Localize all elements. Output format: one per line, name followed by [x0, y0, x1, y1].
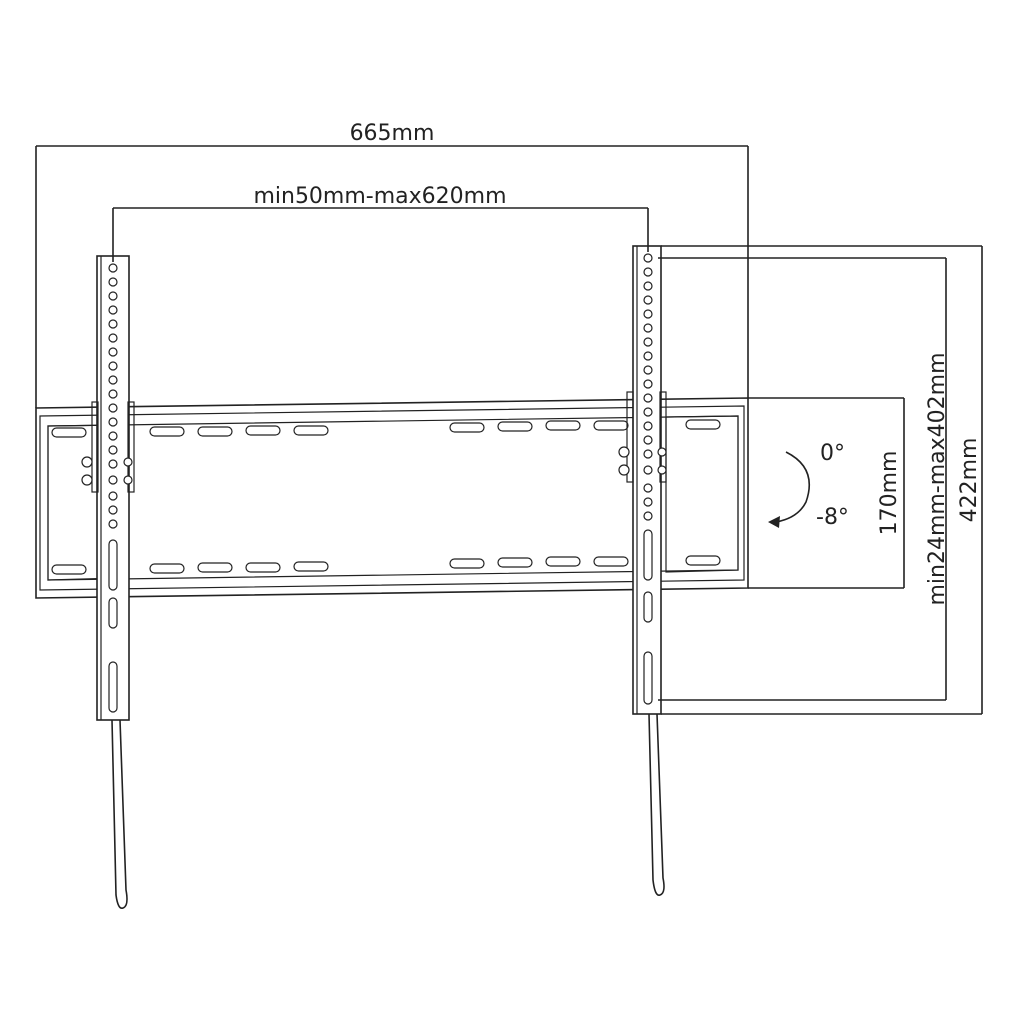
left-vertical-bracket: [81, 255, 135, 910]
tilt-arrow-icon: [768, 516, 780, 528]
vesa-vertical-label: min24mm-max402mm: [925, 352, 950, 605]
tilt-top-label: 0°: [820, 441, 845, 466]
tilt-indicator: 0° -8°: [768, 441, 849, 530]
right-vertical-bracket: [618, 245, 667, 896]
overall-height-label: 422mm: [957, 438, 982, 523]
wall-plate-upper-slots: [51, 419, 721, 438]
frame-height-label: 170mm: [877, 451, 902, 536]
dimension-overall-height: 422mm: [661, 245, 983, 715]
dimension-vesa-horizontal: min50mm-max620mm: [112, 184, 649, 262]
dimension-vesa-vertical: min24mm-max402mm: [658, 257, 950, 701]
left-bracket-holes: [108, 263, 118, 529]
dimension-frame-height: 170mm: [748, 397, 905, 589]
right-bracket-holes: [643, 253, 653, 521]
tilt-bottom-label: -8°: [816, 505, 849, 530]
overall-width-label: 665mm: [350, 121, 435, 146]
vesa-horizontal-label: min50mm-max620mm: [253, 184, 506, 209]
wall-plate-lower-slots: [51, 555, 721, 575]
dimension-overall-width: 665mm: [35, 121, 749, 408]
